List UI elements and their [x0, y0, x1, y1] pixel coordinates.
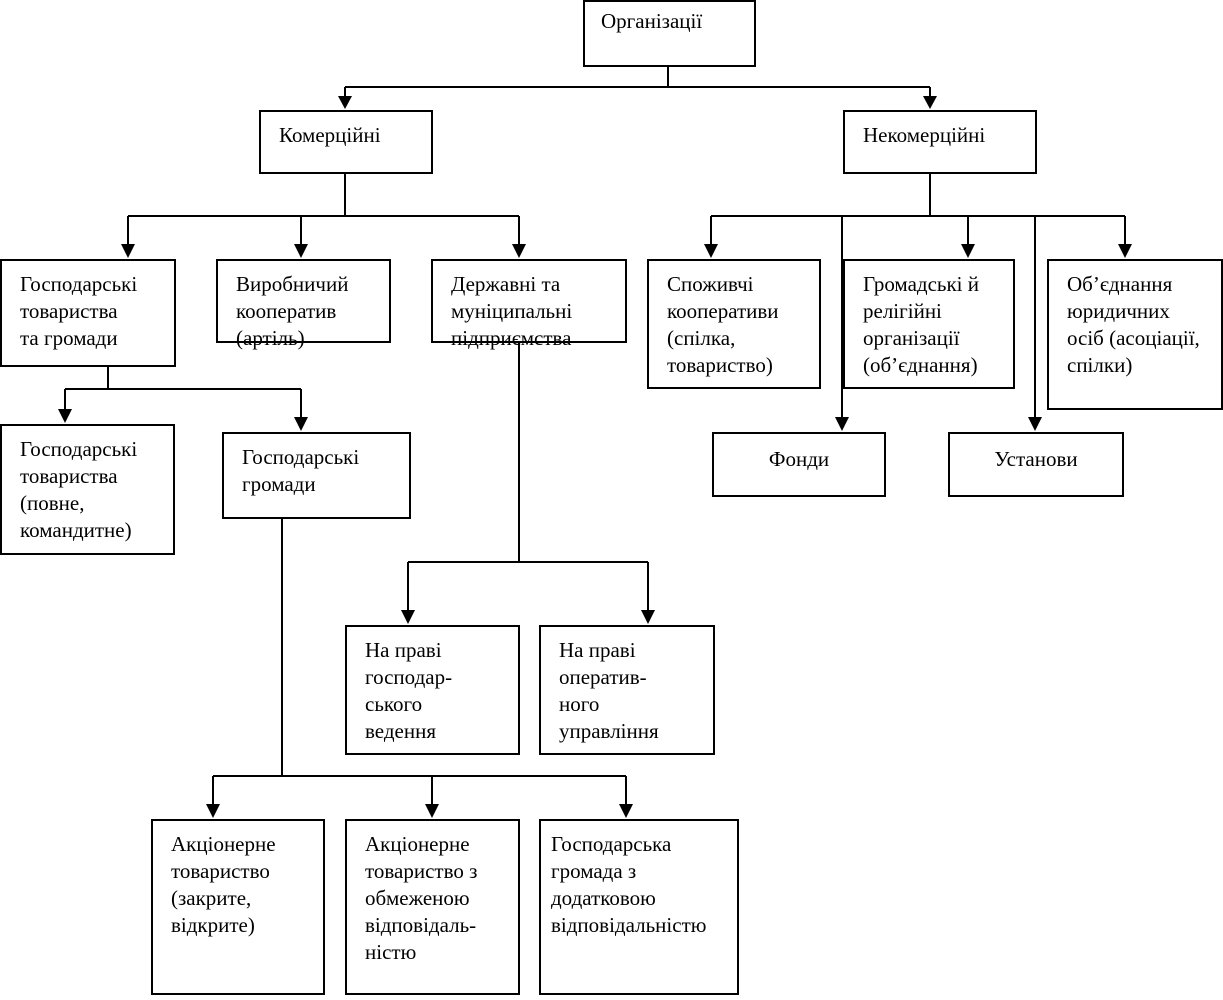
node-consumer-coops: Споживчі кооперативи (спілка, товариство…	[647, 259, 821, 389]
node-organizations: Організації	[583, 0, 756, 67]
node-funds: Фонди	[712, 432, 886, 497]
node-business-communities: Господарські громади	[222, 432, 411, 519]
node-state-municipal: Державні та муніципальні підприємства	[431, 259, 627, 350]
node-business-partnerships: Господарські товариства (повне, командит…	[0, 424, 175, 555]
node-legal-entities-assoc: Об’єднання юридичних осіб (асоціації, сп…	[1047, 259, 1223, 410]
node-institutions: Установи	[948, 432, 1124, 497]
node-limited-liability: Акціонерне товариство з обмеженою відпов…	[345, 819, 520, 995]
node-noncommercial: Некомерційні	[843, 110, 1037, 174]
node-public-religious: Громадські й релігійні організації (об’є…	[843, 259, 1015, 389]
node-joint-stock: Акціонерне товариство (закрите, відкрите…	[151, 819, 325, 995]
node-economic-management: На праві господар- ського ведення	[345, 625, 520, 755]
node-commercial: Комерційні	[259, 110, 433, 174]
node-operational-management: На праві оператив- ного управління	[539, 625, 715, 755]
node-production-coop: Виробничий кооператив (артіль)	[216, 259, 391, 350]
node-business-societies: Господарські товариства та громади	[0, 259, 176, 367]
node-additional-liability: Господарська громада з додатковою відпов…	[539, 819, 739, 995]
